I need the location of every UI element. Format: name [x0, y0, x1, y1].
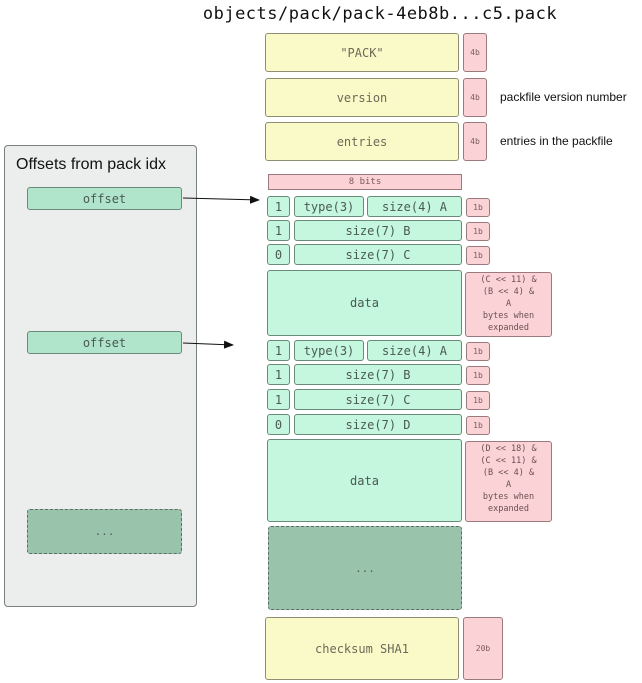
- obj2-msb-bit-2: 1: [267, 364, 290, 385]
- entries-field: entries: [265, 122, 459, 161]
- obj2-row4-size: 1b: [466, 416, 490, 435]
- offset-ellipsis-box: ...: [27, 509, 182, 554]
- obj1-size-a-field: size(4) A: [367, 196, 462, 217]
- obj1-row3-size: 1b: [466, 246, 490, 265]
- entries-size: 4b: [463, 122, 487, 161]
- version-size: 4b: [463, 78, 487, 117]
- offset-arrow-1: [182, 195, 260, 204]
- obj1-data-block: data: [267, 270, 462, 336]
- obj2-msb-bit-4: 0: [267, 414, 290, 435]
- obj1-type-field: type(3): [294, 196, 364, 217]
- bits-label: 8 bits: [268, 174, 462, 190]
- obj2-size-b-field: size(7) B: [294, 364, 462, 385]
- version-field: version: [265, 78, 459, 117]
- version-note: packfile version number: [500, 90, 627, 104]
- obj2-type-field: type(3): [294, 340, 364, 361]
- obj1-size-b-field: size(7) B: [294, 220, 462, 241]
- panel-title: Offsets from pack idx: [16, 156, 166, 173]
- obj1-row2-size: 1b: [466, 222, 490, 241]
- offset-arrow-2: [182, 340, 234, 349]
- pack-signature-field: "PACK": [265, 33, 459, 72]
- obj1-msb-bit-2: 1: [267, 220, 290, 241]
- obj2-data-block: data: [267, 439, 462, 522]
- obj2-size-a-field: size(4) A: [367, 340, 462, 361]
- obj1-msb-bit-1: 1: [267, 196, 290, 217]
- checksum-size: 20b: [463, 617, 503, 680]
- pack-file-title: objects/pack/pack-4eb8b...c5.pack: [202, 4, 558, 24]
- obj1-size-note: (C << 11) & (B << 4) & A bytes when expa…: [465, 272, 552, 337]
- obj1-msb-bit-3: 0: [267, 244, 290, 265]
- obj2-size-c-field: size(7) C: [294, 389, 462, 410]
- obj1-row1-size: 1b: [466, 198, 490, 217]
- checksum-field: checksum SHA1: [265, 617, 459, 680]
- offset-box-1: offset: [27, 187, 182, 210]
- offset-box-2: offset: [27, 331, 182, 354]
- pack-signature-size: 4b: [463, 33, 487, 72]
- obj2-row1-size: 1b: [466, 342, 490, 361]
- obj2-msb-bit-1: 1: [267, 340, 290, 361]
- entries-note: entries in the packfile: [500, 134, 613, 148]
- obj2-size-d-field: size(7) D: [294, 414, 462, 435]
- obj2-row3-size: 1b: [466, 391, 490, 410]
- more-objects-ellipsis: ...: [268, 526, 462, 610]
- obj2-size-note: (D << 18) & (C << 11) & (B << 4) & A byt…: [465, 441, 552, 522]
- obj2-msb-bit-3: 1: [267, 389, 290, 410]
- obj1-size-c-field: size(7) C: [294, 244, 462, 265]
- obj2-row2-size: 1b: [466, 366, 490, 385]
